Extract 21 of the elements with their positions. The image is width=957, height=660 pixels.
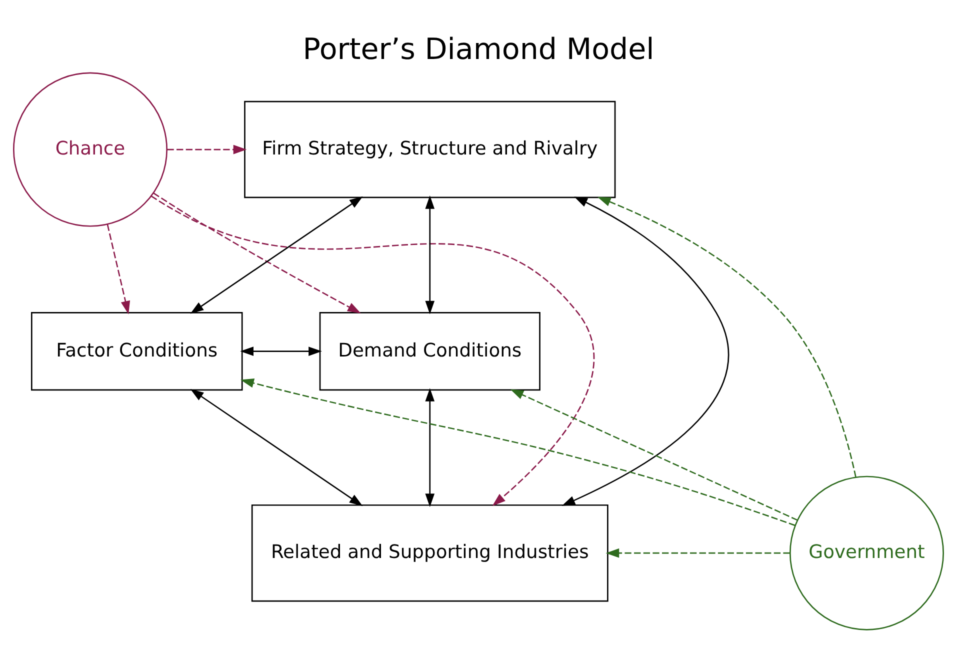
node-circle: Government	[790, 476, 944, 630]
arrow	[240, 378, 796, 526]
arrow	[106, 224, 130, 314]
node-box: Related and Supporting Industries	[251, 504, 608, 602]
diagram-title: Porter’s Diamond Model	[302, 32, 654, 66]
arrow	[153, 192, 361, 314]
node-box: Firm Strategy, Structure and Rivalry	[244, 100, 616, 198]
arrow	[606, 548, 790, 558]
arrow	[425, 388, 435, 507]
arrow	[150, 195, 594, 506]
arrow	[510, 389, 798, 521]
node-box: Demand Conditions	[319, 312, 540, 391]
arrow	[167, 144, 247, 154]
arrow	[597, 196, 856, 478]
arrow	[190, 388, 363, 506]
arrow	[240, 346, 322, 356]
node-box: Factor Conditions	[31, 312, 243, 391]
arrow	[425, 196, 435, 314]
arrow	[190, 196, 363, 314]
arrow	[562, 196, 729, 506]
node-circle: Chance	[13, 72, 168, 227]
